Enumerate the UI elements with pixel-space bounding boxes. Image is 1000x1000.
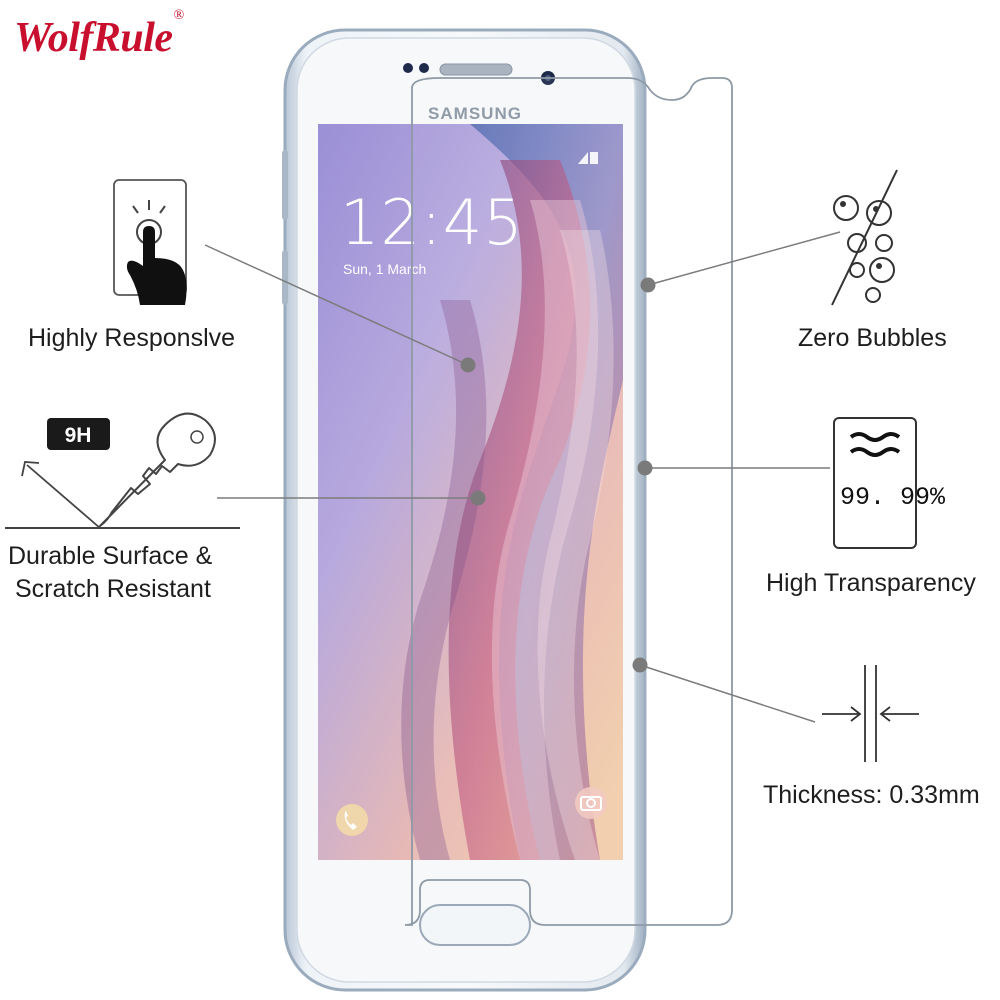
bubbles-icon [831,169,898,306]
phone-screen: 12:45 Sun, 1 March [318,124,623,860]
feature-zero-bubbles-label: Zero Bubbles [798,324,947,352]
callout-dots [460,277,656,673]
transparency-card-icon: 99. 99% [833,417,946,549]
key-scratch-icon [5,412,240,529]
hardness-badge-label: 9H [65,424,92,447]
phone: SAMSUNG 12:45 Sun, 1 March [282,28,647,992]
home-button [419,904,531,946]
thickness-arrows-icon [822,665,919,762]
brand-logo: WolfRule® [14,8,184,62]
lock-screen-time: 12:45 [340,186,524,259]
camera-icon [575,787,607,819]
hardness-badge: 9H [47,418,110,450]
glass-protector [404,77,733,926]
callout-lines [204,231,841,723]
brand-name: WolfRule [14,15,173,61]
lock-screen-date: Sun, 1 March [343,261,426,277]
feature-thickness-label: Thickness: 0.33mm [763,781,980,809]
transparency-value: 99. 99% [840,483,946,512]
feature-high-transparency-label: High Transparency [766,569,976,597]
feature-durable-line1: Durable Surface & [8,542,213,570]
touch-finger-icon [113,179,187,305]
phone-maker-label: SAMSUNG [428,104,522,123]
feature-durable-line2: Scratch Resistant [15,575,211,603]
registered-mark: ® [173,8,185,23]
feature-highly-responsive-label: Highly Responslve [28,324,236,352]
phone-icon [336,804,368,836]
